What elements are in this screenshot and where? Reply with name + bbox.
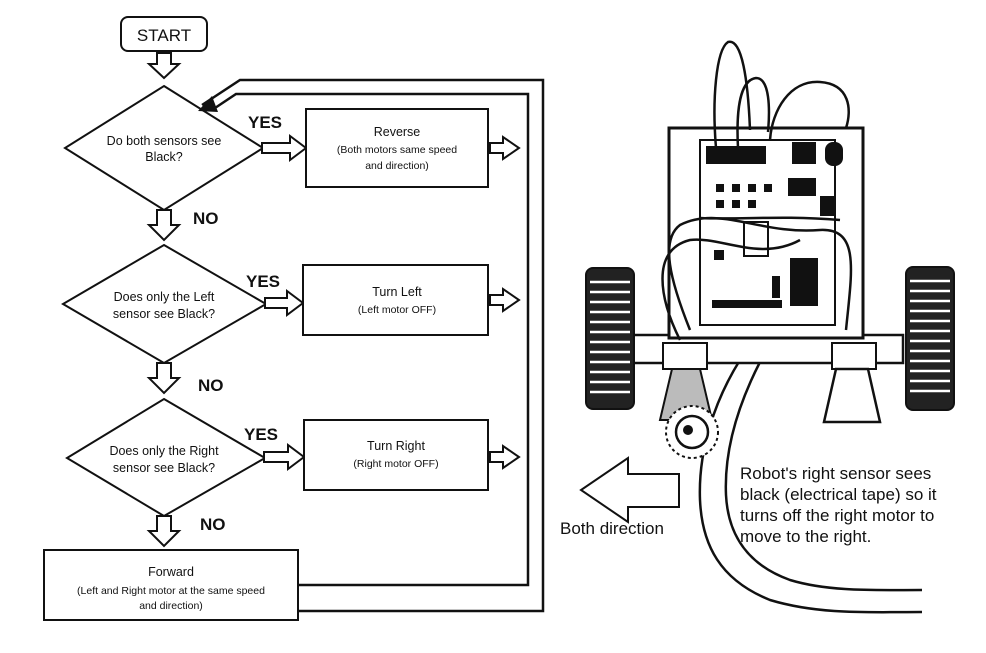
arrow-d2-to-d3 <box>146 362 182 395</box>
arrow-turn-left-out <box>489 287 521 313</box>
yes-label-2: YES <box>246 272 280 291</box>
action-turn-left-box <box>302 264 489 336</box>
action-forward-line2: and direction) <box>139 600 203 612</box>
action-forward-title: Forward <box>148 565 194 579</box>
action-reverse-box <box>305 108 489 188</box>
left-wheel-icon <box>585 267 635 410</box>
action-turn-left-line1: (Left motor OFF) <box>358 304 436 316</box>
no-label-3: NO <box>200 515 226 534</box>
arrow-d3-to-turn-right <box>263 443 306 471</box>
arrow-reverse-out <box>489 135 521 161</box>
decision-3-line1: Does only the Right <box>109 444 219 458</box>
flowchart: START Do both sensors see Black? YES Rev… <box>43 16 545 621</box>
arrow-d1-to-reverse <box>261 134 308 162</box>
action-turn-left-title: Turn Left <box>372 285 422 299</box>
arrow-d1-to-d2 <box>146 209 182 242</box>
note-line-1: Robot's right sensor sees <box>740 464 931 483</box>
action-turn-right-line1: (Right motor OFF) <box>353 458 438 470</box>
return-loop-inner <box>211 92 530 587</box>
yes-label-3: YES <box>244 425 278 444</box>
action-reverse-title: Reverse <box>374 125 421 139</box>
decision-3-line2: sensor see Black? <box>113 461 215 475</box>
start-label: START <box>137 26 191 45</box>
direction-label: Both direction <box>560 519 664 538</box>
action-turn-right-title: Turn Right <box>367 439 425 453</box>
action-turn-right-box <box>303 419 489 491</box>
decision-1-line1: Do both sensors see <box>107 134 222 148</box>
arrow-d2-to-turn-left <box>264 289 305 317</box>
action-reverse-line2: and direction) <box>365 160 429 172</box>
note-line-3: turns off the right motor to <box>740 506 934 525</box>
note-line-2: black (electrical tape) so it <box>740 485 937 504</box>
no-label-2: NO <box>198 376 224 395</box>
caster-wheel-icon <box>665 405 719 459</box>
return-loop-arrowhead <box>198 96 218 112</box>
arrow-d3-to-forward <box>146 515 182 548</box>
decision-2-line2: sensor see Black? <box>113 307 215 321</box>
decision-2-line1: Does only the Left <box>114 290 215 304</box>
action-forward-box <box>43 549 299 621</box>
decision-1-diamond <box>63 84 265 212</box>
arrow-start-to-d1 <box>146 52 182 80</box>
direction-arrow-icon <box>579 456 680 524</box>
robot-illustration: Both direction Robot's right sensor sees… <box>560 40 955 614</box>
right-sensor-beam <box>822 367 882 424</box>
return-loop-outer <box>201 78 545 613</box>
action-reverse-line1: (Both motors same speed <box>337 144 457 156</box>
yes-label-1: YES <box>248 113 282 132</box>
decision-1-line2: Black? <box>145 150 183 164</box>
tape-line-inner <box>724 361 923 592</box>
no-label-1: NO <box>193 209 219 228</box>
arrow-turn-right-out <box>489 444 521 470</box>
right-sensor-mount <box>831 342 877 370</box>
action-forward-line1: (Left and Right motor at the same speed <box>77 585 265 597</box>
right-wheel-icon <box>905 266 955 411</box>
robot-wires-icon <box>661 40 853 341</box>
left-sensor-mount <box>662 342 708 370</box>
decision-2-diamond <box>61 243 268 365</box>
start-box <box>120 16 208 52</box>
circuit-components-icon <box>706 142 843 308</box>
note-line-4: move to the right. <box>740 527 871 546</box>
